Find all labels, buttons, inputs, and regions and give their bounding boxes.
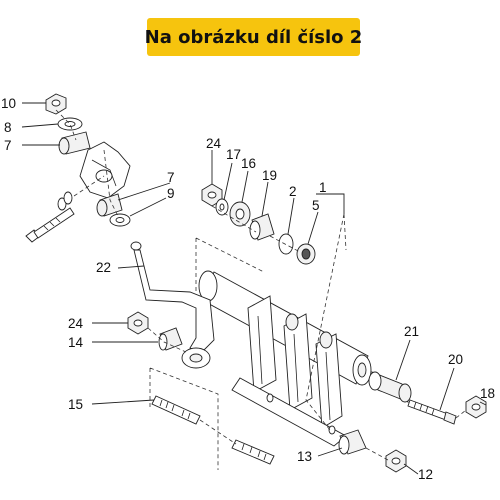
bushing-14 (158, 327, 183, 351)
callout-10: 10 (1, 96, 16, 111)
bushing-7-upper (58, 131, 91, 155)
callout-21: 21 (404, 324, 419, 339)
nut-10 (45, 93, 67, 115)
sleeve-19 (249, 213, 275, 241)
bearing-5 (296, 243, 316, 265)
callout-9: 9 (167, 186, 175, 201)
callout-12: 12 (418, 467, 433, 482)
nut-12 (385, 449, 407, 473)
callout-22: 22 (96, 260, 111, 275)
sleeve-21 (368, 371, 412, 403)
curved-link-22 (130, 241, 215, 369)
nut-18 (465, 395, 487, 419)
callout-2: 2 (289, 184, 297, 199)
nut-24-upper (201, 183, 223, 207)
callout-1: 1 (319, 180, 327, 195)
callout-24-upper: 24 (206, 136, 222, 151)
bolt-20 (407, 399, 457, 425)
callout-14: 14 (68, 335, 84, 350)
callout-24-lower: 24 (68, 316, 84, 331)
long-bolt (25, 207, 75, 243)
swing-arm-assembly (195, 237, 372, 447)
callout-20: 20 (448, 352, 463, 367)
mounting-bracket (79, 141, 131, 199)
highlight-banner: Na obrázku díl číslo 2 (144, 18, 363, 56)
leader-lines (21, 102, 487, 475)
circlip-2 (278, 233, 294, 255)
washer-8 (57, 117, 83, 131)
callout-17: 17 (226, 147, 241, 162)
callouts: 10 8 7 24 17 16 7 9 19 2 1 5 22 24 14 21… (1, 96, 495, 482)
callout-16: 16 (241, 156, 256, 171)
bushing-13 (338, 429, 367, 455)
callout-19: 19 (262, 168, 277, 183)
callout-5: 5 (312, 198, 320, 213)
ring-16 (229, 201, 251, 227)
callout-8: 8 (4, 120, 12, 135)
callout-13: 13 (297, 449, 312, 464)
banner-text: Na obrázku díl číslo 2 (144, 26, 363, 48)
callout-7-upper: 7 (4, 138, 12, 153)
callout-7-lower: 7 (167, 170, 175, 185)
callout-15: 15 (68, 397, 83, 412)
washer-17 (215, 198, 229, 216)
nut-24-lower (127, 311, 149, 335)
small-washers (57, 175, 105, 211)
washer-9 (109, 213, 131, 227)
bushing-7-lower (96, 193, 123, 217)
callout-18: 18 (480, 386, 495, 401)
stud-bolts-15 (149, 367, 275, 470)
